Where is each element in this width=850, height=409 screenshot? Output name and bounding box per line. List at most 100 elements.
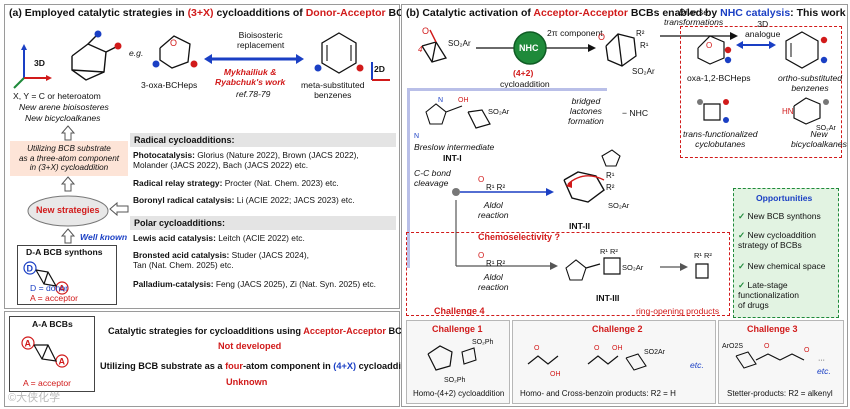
utilizing-box: Utilizing BCB substrate as a three-atom … [10,141,128,177]
opp-item: ✓ New cycloaddition strategy of BCBs [738,230,816,251]
up-arrow-2 [60,176,76,192]
opportunities-box [733,188,839,318]
new-bicyclo-b-label: New bicycloalkanes [791,129,847,150]
svg-text:R¹ R²: R¹ R² [600,247,618,256]
panel-b-title: (b) Catalytic activation of Acceptor-Acc… [406,7,846,19]
int2-label: INT-II [569,221,591,231]
cyclobutane-structure [697,99,729,123]
svg-text:O: O [594,345,600,352]
oxa12-bcheps-structure: O [697,35,732,65]
eg-label: e.g. [129,48,144,58]
challenge2-caption: Homo- and Cross-benzoin products: R2 = H [520,389,676,398]
challenge2-etc: etc. [690,360,704,370]
nhc-label: NHC [519,43,539,53]
to-diverse-arrow [660,32,738,40]
svg-text:SO₂Ar: SO₂Ar [816,125,837,132]
svg-text:A: A [59,357,66,367]
aldol-label-lower: Aldol reaction [478,272,509,293]
svg-text:R¹: R¹ [640,41,649,50]
d-def: D = donor [30,283,68,293]
new-bicyclo-structure: HN SO₂Ar [782,97,837,132]
breslow-intermediate: N N OH SO₂Ar [414,97,510,140]
svg-text:R²: R² [606,183,615,192]
breslow-label: Breslow intermediate [414,142,495,152]
svg-text:SO₂Ar: SO₂Ar [608,201,630,210]
int1-label: INT-I [443,153,462,163]
relay-entry: Radical relay strategy: Procter (Nat. Ch… [133,178,339,188]
cc-bond-label: C-C bond cleavage [414,168,451,189]
four-two-label: (4+2) [513,68,534,78]
challenge2-so2ar: SO2Ar [644,349,666,356]
ring-opening-arrow [660,263,688,271]
new-arene-label: New arene bioisosteres [19,102,109,112]
svg-text:A: A [25,339,32,349]
svg-text:HN: HN [782,107,794,116]
svg-text:O: O [422,26,429,36]
svg-text:O: O [478,175,484,184]
new-strategies-label: New strategies [36,205,100,215]
bicyclic-scaffold-3d [13,30,122,89]
svg-text:R¹ R²: R¹ R² [694,251,712,260]
left-blue-bar [407,88,410,268]
svg-text:OH: OH [550,371,561,378]
da-synthons-title: D-A BCB synthons [26,247,103,257]
a-def: A = acceptor [30,293,79,303]
meta-benzene-structure [314,32,364,74]
svg-text:SO₂Ph: SO₂Ph [444,377,466,384]
da-bcb-structure: D A [23,261,69,295]
svg-text:N: N [438,97,443,104]
svg-text:4: 4 [418,45,423,54]
challenge4-label: Challenge 4 [434,306,485,316]
challenge3-caption: Stetter-products: R2 = alkenyl [727,389,833,398]
cycloaddition-label: cycloaddition [500,79,550,89]
svg-text:O: O [478,251,484,260]
bridged-label: bridged lactones formation [568,96,604,127]
svg-text:R¹: R¹ [606,171,615,180]
palladium-entry: Palladium-catalysis: Feng (JACS 2025), Z… [133,279,376,289]
svg-text:O: O [598,32,605,42]
svg-text:O: O [170,38,177,48]
svg-text:SO₂Ph: SO₂Ph [472,339,494,346]
oxa-bcheps-label: 3-oxa-BCHeps [141,80,198,90]
bridged-lactone-product: O R² R¹ SO₂Ar [598,29,655,76]
svg-text:SO₂Ar: SO₂Ar [448,39,471,48]
up-arrow-3 [60,228,76,244]
a-circle-label: A [59,284,66,294]
challenge1-caption: Homo-(4+2) cycloaddition [413,389,505,398]
ring-opening-label: ring-opening products [636,306,720,316]
aldol-arrow-lower [455,200,558,270]
aldol-label-upper: Aldol reaction [478,200,509,221]
bioisosteric-arrow [204,54,304,64]
opp-item: ✓ Late-stage functionalization of drugs [738,280,799,311]
analogue-arrow [736,41,776,49]
ortho-benzene-structure [785,31,828,69]
ref-number: ref.78-79 [236,89,271,99]
aa-def: A = acceptor [23,378,72,388]
int3-structure: R¹ R² SO₂Ar [565,247,644,281]
challenge1-structure: SO₂Ph SO₂Ph [427,339,494,384]
svg-text:O: O [534,345,540,352]
axes-2d-icon [371,62,390,81]
left-arrow [109,201,129,217]
challenge1-title: Challenge 1 [432,324,483,334]
well-known-label: Well known [80,232,128,242]
xyz-line: X, Y = C or heteroatom [13,91,101,101]
challenge3-aro2s: ArO2S [722,343,743,350]
aa-bcb-starting-material: O 4 SO₂Ar [418,26,471,63]
int3-label: INT-III [596,293,620,303]
axis-2d-label: 2D [374,64,385,74]
aa-bcb-title: A-A BCBs [32,319,73,329]
new-bicyclo-label: New bicycloalkanes [25,113,101,123]
three-d-analogue-label: 3D analogue [745,19,781,40]
chemoselectivity-label: Chemoselectivity ? [478,232,561,242]
watermark: ©大侠化学 [8,392,61,404]
aldehyde-upper: O R¹ R² [478,175,505,192]
minus-nhc-label: − NHC [622,108,649,118]
aldol-arrow-upper [452,188,554,196]
challenge3-etc: etc. [817,366,831,376]
ortho-label: ortho-substituted benzenes [778,73,843,94]
top-blue-bar [407,88,607,91]
svg-text:R²: R² [636,29,645,38]
meta-benzenes-label: meta-substituted benzenes [301,80,365,101]
not-developed: Not developed [218,341,282,351]
